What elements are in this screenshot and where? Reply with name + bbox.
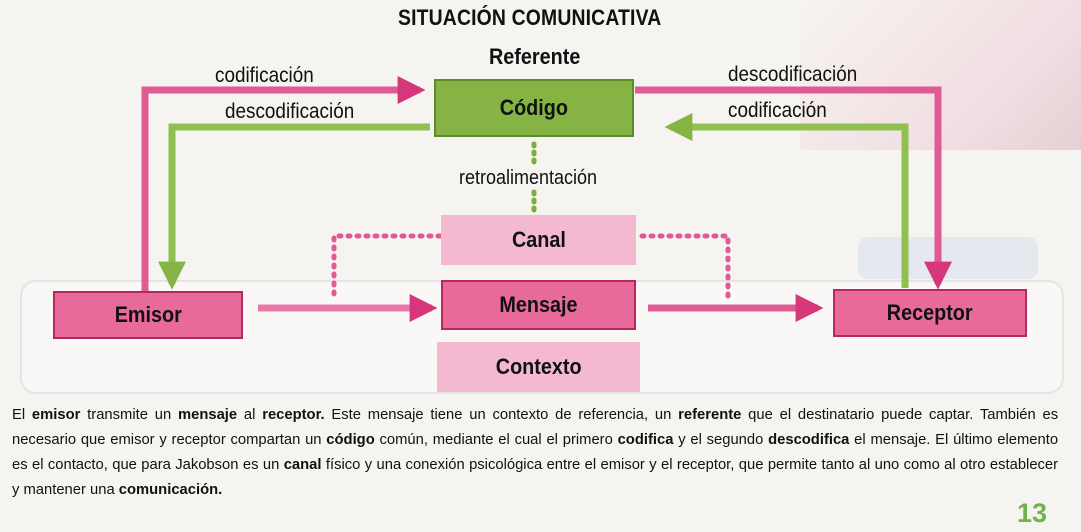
caption-text: físico y una conexión psicológica entre …: [12, 456, 1059, 498]
caption-keyword: mensaje: [177, 406, 238, 423]
node-contexto: Contexto: [437, 342, 640, 392]
caption-text: el mensaje. El último elemento es el con…: [12, 431, 1059, 473]
arrow-codigo-receptor: [635, 86, 952, 290]
arrow-codigo-emisor: [158, 123, 430, 290]
node-mensaje: Mensaje: [441, 280, 636, 330]
label-descodificacion-right: descodificación: [728, 63, 858, 86]
caption-text: El: [12, 406, 32, 423]
caption-text: Este mensaje tiene un contexto de refere…: [324, 406, 679, 423]
caption-keyword: emisor: [31, 406, 81, 423]
node-mensaje-label: Mensaje: [499, 292, 578, 317]
caption-text: que el destinatario puede captar. Tambié…: [12, 406, 1059, 448]
referent-label: Referente: [489, 44, 581, 69]
caption-keyword: referente: [678, 406, 742, 423]
caption-keyword: receptor.: [262, 406, 325, 423]
arrow-emisor-codigo: [141, 76, 426, 292]
caption-keyword: descodifica: [768, 431, 850, 448]
label-descodificacion-left: descodificación: [225, 100, 355, 123]
node-emisor: Emisor: [53, 291, 243, 339]
caption-keyword: comunicación.: [118, 481, 223, 498]
caption-keyword: canal: [283, 456, 322, 473]
caption-text: común, mediante el cual el primero: [374, 431, 618, 448]
node-codigo: Código: [434, 79, 634, 137]
channel-dotted-right: [639, 233, 731, 301]
caption-text: transmite un: [80, 406, 178, 423]
caption-keyword: codifica: [617, 431, 674, 448]
channel-dotted-left: [331, 233, 443, 301]
node-receptor: Receptor: [833, 289, 1027, 337]
node-canal: Canal: [441, 215, 636, 265]
caption-text: y el segundo: [673, 431, 769, 448]
label-codificacion-left: codificación: [215, 64, 314, 87]
node-receptor-label: Receptor: [887, 300, 973, 325]
caption-paragraph: El emisor transmite un mensaje al recept…: [12, 402, 1058, 502]
label-retroalimentacion: retroalimentación: [459, 167, 598, 189]
node-contexto-label: Contexto: [495, 354, 582, 379]
caption-text: al: [237, 406, 263, 423]
node-codigo-label: Código: [499, 95, 569, 120]
node-canal-label: Canal: [511, 227, 566, 252]
node-emisor-label: Emisor: [114, 302, 182, 327]
arrow-receptor-codigo: [664, 113, 909, 288]
caption-keyword: código: [326, 431, 375, 448]
diagram-title: SITUACIÓN COMUNICATIVA: [398, 5, 662, 30]
page-number: 13: [1017, 498, 1048, 528]
label-codificacion-right: codificación: [728, 99, 827, 122]
